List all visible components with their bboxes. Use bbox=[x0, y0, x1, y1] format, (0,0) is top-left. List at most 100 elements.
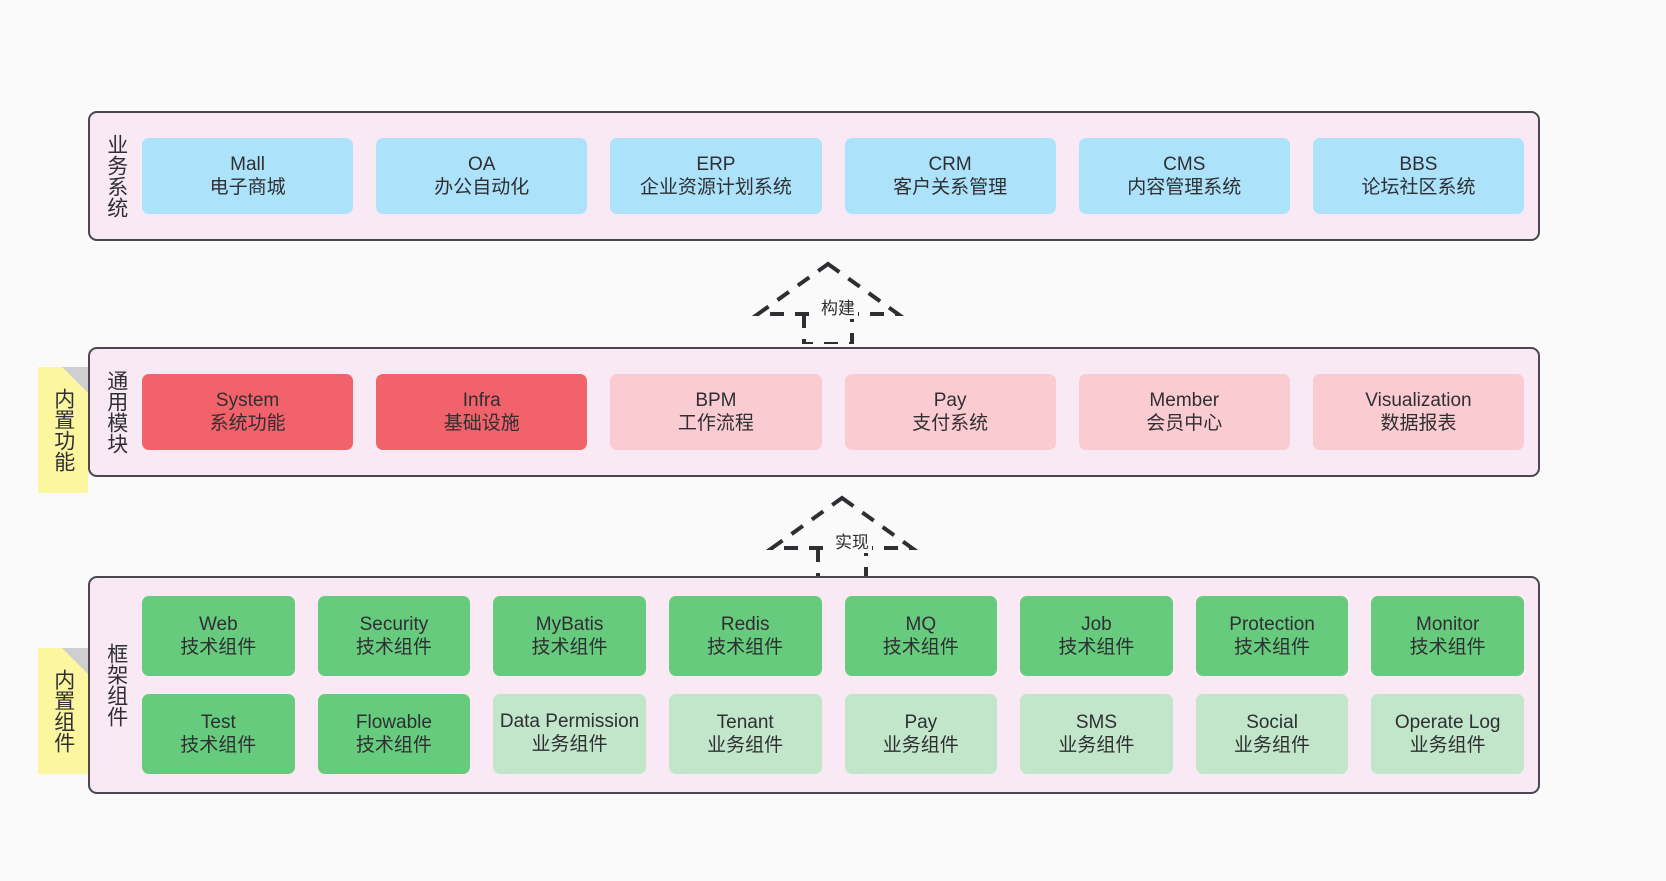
card-member[interactable]: Member 会员中心 bbox=[1078, 374, 1290, 450]
arrow-build: 构建 bbox=[751, 258, 905, 346]
layer-business-system: 业务系统 Mall 电子商城 OA 办公自动化 ERP 企业资源计划系统 CRM bbox=[88, 111, 1540, 241]
card-title: Mall bbox=[230, 153, 265, 175]
card-title: BBS bbox=[1399, 153, 1438, 175]
card-title: Redis bbox=[720, 613, 770, 635]
arrow-label-build: 构建 bbox=[818, 294, 858, 319]
card-title: OA bbox=[468, 153, 496, 175]
arrow-implement: 实现 bbox=[765, 492, 919, 580]
card-protection[interactable]: Protection 技术组件 bbox=[1195, 596, 1349, 676]
card-row: Mall 电子商城 OA 办公自动化 ERP 企业资源计划系统 CRM 客户关系… bbox=[142, 138, 1525, 214]
card-title: Social bbox=[1246, 711, 1298, 733]
card-subtitle: 业务组件 bbox=[882, 735, 959, 756]
card-subtitle: 企业资源计划系统 bbox=[639, 177, 792, 198]
card-title: Monitor bbox=[1416, 613, 1480, 635]
note-fold-corner-icon bbox=[62, 648, 88, 674]
card-social[interactable]: Social 业务组件 bbox=[1195, 694, 1349, 774]
card-data-permission[interactable]: Data Permission 业务组件 bbox=[493, 694, 646, 774]
card-crm[interactable]: CRM 客户关系管理 bbox=[844, 138, 1056, 214]
layer-body-business-system: Mall 电子商城 OA 办公自动化 ERP 企业资源计划系统 CRM 客户关系… bbox=[142, 113, 1538, 239]
card-oa[interactable]: OA 办公自动化 bbox=[376, 138, 588, 214]
card-tenant[interactable]: Tenant 业务组件 bbox=[668, 694, 822, 774]
note-builtin-function: 内置功能 bbox=[38, 367, 88, 493]
card-title: Pay bbox=[904, 711, 938, 733]
card-bpm[interactable]: BPM 工作流程 bbox=[610, 374, 822, 450]
note-fold-corner-icon bbox=[62, 367, 88, 393]
card-subtitle: 办公自动化 bbox=[434, 177, 530, 198]
card-bbs[interactable]: BBS 论坛社区系统 bbox=[1312, 138, 1525, 214]
card-title: CMS bbox=[1163, 153, 1206, 175]
arrow-label-implement: 实现 bbox=[832, 528, 872, 553]
card-flowable[interactable]: Flowable 技术组件 bbox=[317, 694, 471, 774]
card-subtitle: 技术组件 bbox=[355, 735, 432, 756]
card-title: BPM bbox=[695, 389, 737, 411]
layer-title-common-module: 通用模块 bbox=[104, 370, 128, 454]
card-subtitle: 技术组件 bbox=[1234, 637, 1311, 658]
card-erp[interactable]: ERP 企业资源计划系统 bbox=[610, 138, 822, 214]
card-subtitle: 数据报表 bbox=[1380, 413, 1457, 434]
card-title: Flowable bbox=[355, 711, 432, 733]
card-subtitle: 业务组件 bbox=[1234, 735, 1311, 756]
layer-framework-component: 框架组件 Web 技术组件 Security 技术组件 MyBatis 技术组件… bbox=[88, 576, 1540, 794]
card-title: SMS bbox=[1075, 711, 1118, 733]
layer-body-common-module: System 系统功能 Infra 基础设施 BPM 工作流程 Pay 支付系统… bbox=[142, 349, 1538, 475]
card-subtitle: 客户关系管理 bbox=[893, 177, 1008, 198]
card-title: Job bbox=[1081, 613, 1112, 635]
layer-common-module: 通用模块 System 系统功能 Infra 基础设施 BPM 工作流程 Pay bbox=[88, 347, 1540, 477]
card-title: Member bbox=[1149, 389, 1220, 411]
card-subtitle: 内容管理系统 bbox=[1127, 177, 1242, 198]
card-subtitle: 系统功能 bbox=[209, 413, 286, 434]
card-infra[interactable]: Infra 基础设施 bbox=[376, 374, 588, 450]
card-subtitle: 工作流程 bbox=[677, 413, 754, 434]
card-subtitle: 业务组件 bbox=[707, 735, 784, 756]
card-title: Data Permission bbox=[499, 711, 640, 733]
layer-title-business-system: 业务系统 bbox=[104, 134, 128, 218]
card-title: MQ bbox=[905, 613, 937, 635]
card-subtitle: 技术组件 bbox=[707, 637, 784, 658]
note-text: 内置功能 bbox=[51, 388, 75, 472]
card-title: Security bbox=[359, 613, 429, 635]
note-text: 内置组件 bbox=[51, 669, 75, 753]
card-redis[interactable]: Redis 技术组件 bbox=[668, 596, 822, 676]
card-pay-component[interactable]: Pay 业务组件 bbox=[844, 694, 998, 774]
layer-title-framework-component: 框架组件 bbox=[104, 643, 128, 727]
card-title: ERP bbox=[696, 153, 736, 175]
card-pay-module[interactable]: Pay 支付系统 bbox=[844, 374, 1056, 450]
card-system[interactable]: System 系统功能 bbox=[142, 374, 354, 450]
card-visualization[interactable]: Visualization 数据报表 bbox=[1312, 374, 1525, 450]
card-operate-log[interactable]: Operate Log 业务组件 bbox=[1371, 694, 1524, 774]
card-row: System 系统功能 Infra 基础设施 BPM 工作流程 Pay 支付系统… bbox=[142, 374, 1525, 450]
card-mq[interactable]: MQ 技术组件 bbox=[844, 596, 998, 676]
card-title: Infra bbox=[462, 389, 501, 411]
card-security[interactable]: Security 技术组件 bbox=[317, 596, 471, 676]
card-subtitle: 技术组件 bbox=[1058, 637, 1135, 658]
card-title: Web bbox=[198, 613, 238, 635]
card-subtitle: 技术组件 bbox=[882, 637, 959, 658]
card-subtitle: 论坛社区系统 bbox=[1361, 177, 1476, 198]
card-row: Web 技术组件 Security 技术组件 MyBatis 技术组件 Redi… bbox=[142, 596, 1524, 676]
card-title: Operate Log bbox=[1394, 711, 1501, 733]
card-subtitle: 业务组件 bbox=[1058, 735, 1135, 756]
card-subtitle: 业务组件 bbox=[1409, 735, 1486, 756]
card-title: MyBatis bbox=[535, 613, 604, 635]
note-builtin-component: 内置组件 bbox=[38, 648, 88, 774]
card-cms[interactable]: CMS 内容管理系统 bbox=[1078, 138, 1290, 214]
card-job[interactable]: Job 技术组件 bbox=[1020, 596, 1173, 676]
card-subtitle: 技术组件 bbox=[1409, 637, 1486, 658]
card-mall[interactable]: Mall 电子商城 bbox=[142, 138, 354, 214]
card-subtitle: 技术组件 bbox=[355, 637, 432, 658]
card-test[interactable]: Test 技术组件 bbox=[142, 694, 295, 774]
card-title: Test bbox=[200, 711, 236, 733]
card-mybatis[interactable]: MyBatis 技术组件 bbox=[493, 596, 646, 676]
card-row: Test 技术组件 Flowable 技术组件 Data Permission … bbox=[142, 694, 1524, 774]
card-subtitle: 技术组件 bbox=[180, 735, 257, 756]
card-subtitle: 技术组件 bbox=[531, 637, 608, 658]
card-web[interactable]: Web 技术组件 bbox=[142, 596, 295, 676]
card-subtitle: 基础设施 bbox=[443, 413, 520, 434]
card-subtitle: 技术组件 bbox=[180, 637, 257, 658]
card-subtitle: 支付系统 bbox=[912, 413, 989, 434]
card-monitor[interactable]: Monitor 技术组件 bbox=[1371, 596, 1524, 676]
layer-body-framework-component: Web 技术组件 Security 技术组件 MyBatis 技术组件 Redi… bbox=[142, 578, 1538, 792]
card-title: Visualization bbox=[1365, 389, 1472, 411]
card-sms[interactable]: SMS 业务组件 bbox=[1020, 694, 1173, 774]
